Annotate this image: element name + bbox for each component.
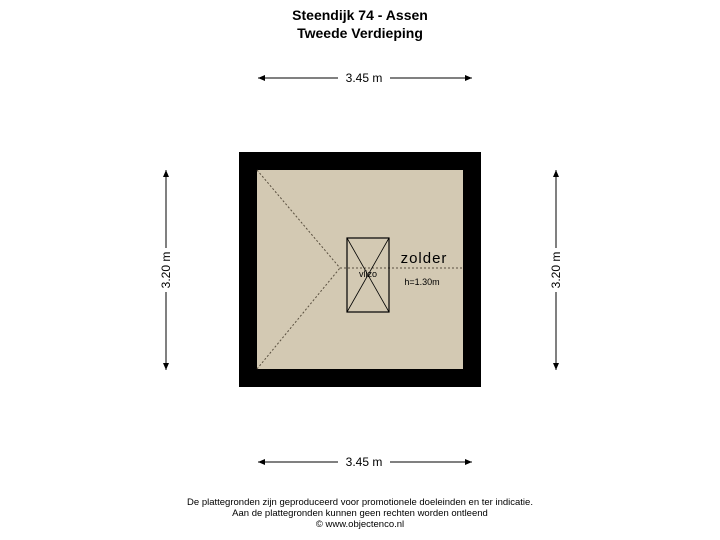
dimension-bottom-label: 3.45 m [346,455,383,469]
roof-slope-lines [256,169,463,370]
room-name: zolder [401,250,448,267]
room-height-note: h=1.30m [404,277,439,287]
plan-subtitle: Tweede Verdieping [297,25,423,41]
disclaimer-footer: De plattegronden zijn geproduceerd voor … [0,497,720,530]
plan-title: Steendijk 74 - Assen [292,7,428,23]
dimension-top: 3.45 m [258,71,472,85]
dimension-left-label: 3.20 m [159,252,173,289]
plan-header: Steendijk 74 - Assen Tweede Verdieping [0,6,720,42]
disclaimer-line-1: De plattegronden zijn geproduceerd voor … [187,497,533,508]
disclaimer-line-2: Aan de plattegronden kunnen geen rechten… [232,508,488,519]
attic-hatch: vlizo [346,237,390,313]
attic-hatch-label: vlizo [359,269,377,279]
copyright-line: © www.objectenco.nl [315,519,405,530]
room-floor [257,170,463,369]
dimension-right-label: 3.20 m [549,252,563,289]
dimension-right: 3.20 m [549,170,563,370]
dimension-left: 3.20 m [159,170,173,370]
dimension-bottom: 3.45 m [258,455,472,469]
dimension-top-label: 3.45 m [346,71,383,85]
